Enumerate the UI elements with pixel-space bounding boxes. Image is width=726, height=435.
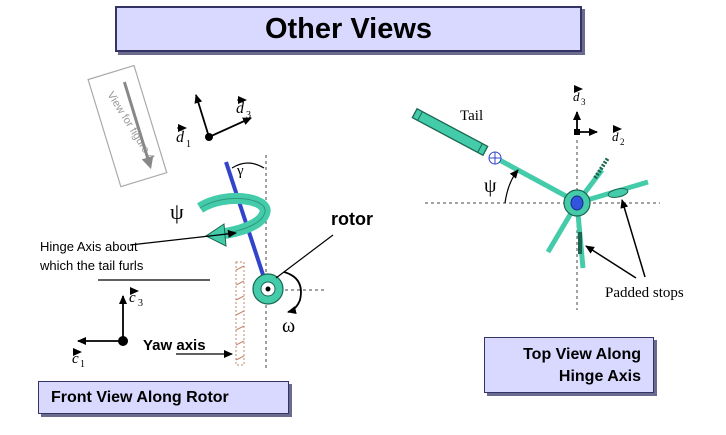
gamma-label: γ: [236, 163, 244, 179]
d3-sub: 3: [246, 110, 251, 121]
top-d2-sub: 2: [620, 137, 625, 147]
page-title: Other Views: [115, 6, 582, 52]
omega-arc: [283, 271, 302, 314]
rotor-leader: [275, 234, 334, 279]
view-note-box: View for figure 4: [87, 64, 168, 188]
d3-label: d: [236, 100, 245, 117]
hinge-leader-arrow: [129, 229, 237, 246]
c1-label: c: [72, 351, 79, 367]
top-psi-label: ψ: [484, 175, 497, 197]
top-psi-arc: [504, 169, 519, 204]
top-view-caption-line2: Hinge Axis: [558, 368, 641, 385]
top-view-caption: Top View Along Hinge Axis: [484, 337, 654, 393]
padded-stop-lower: [578, 232, 582, 254]
top-view-caption-line1: Top View Along: [523, 346, 641, 363]
top-d2-label: d: [612, 129, 619, 144]
tail-fin: [411, 107, 489, 157]
hinge-pin: [488, 151, 502, 165]
hinge-label-line2: which the tail furls: [39, 258, 144, 273]
d1-label: d: [176, 129, 185, 146]
top-hub: [563, 189, 591, 217]
front-d-axes: d 1 d 3: [176, 94, 252, 150]
c3-sub: 3: [138, 298, 143, 309]
yaw-axis-post: [235, 261, 245, 366]
top-d3-label: d: [573, 89, 580, 104]
psi-furl-arrow: [197, 192, 271, 240]
c1-sub: 1: [80, 359, 85, 370]
rotor-hub: [252, 273, 284, 305]
yaw-axis-label: Yaw axis: [143, 337, 206, 354]
view-note-arrow: [122, 81, 154, 170]
padded-stop-upper: [593, 156, 610, 180]
front-psi-label: ψ: [170, 199, 184, 224]
padded-stops-arrow-1: [620, 199, 646, 278]
padded-stops-label: Padded stops: [605, 285, 684, 301]
gamma-arc: [231, 162, 265, 169]
d1-sub: 1: [186, 139, 191, 150]
tail-label: Tail: [460, 108, 483, 124]
front-view-caption: Front View Along Rotor: [38, 381, 289, 414]
top-d3-sub: 3: [581, 97, 586, 107]
tail-boom: [492, 154, 577, 204]
top-d-axes: d 3 d 2: [573, 85, 625, 147]
padded-stops-arrow-2: [585, 245, 637, 279]
c3-label: c: [129, 290, 136, 306]
padded-stop-right: [607, 188, 629, 198]
front-c-axes: c 3 c 1: [72, 287, 143, 370]
omega-label: ω: [282, 315, 295, 337]
hinge-label-line1: Hinge Axis about: [40, 239, 138, 254]
rotor-label: rotor: [331, 209, 373, 229]
